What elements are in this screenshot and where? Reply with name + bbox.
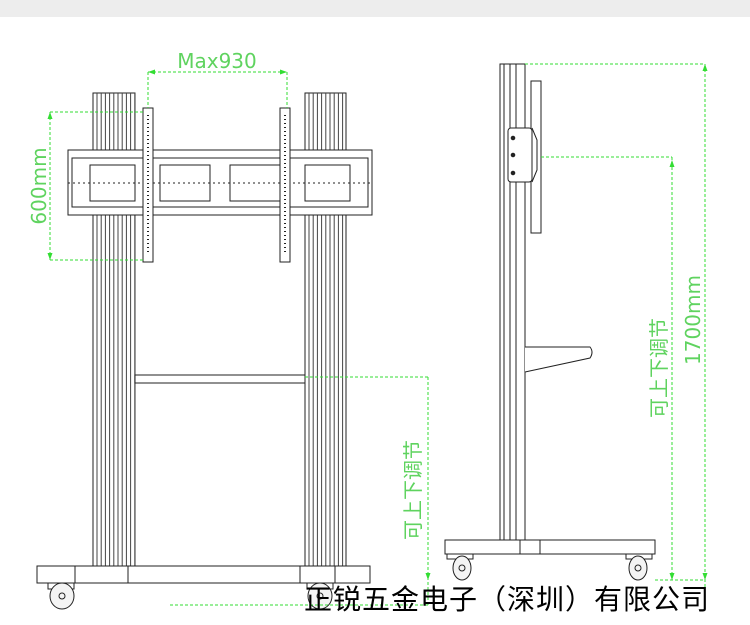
side-adjustable-label: 可上下调节 (647, 318, 671, 418)
dimension-arrows (47, 64, 708, 580)
total-height-label: 1700mm (681, 275, 705, 365)
side-bracket (507, 127, 538, 183)
front-base (36, 565, 371, 584)
front-crossbar (134, 374, 306, 384)
front-wheel-right (306, 582, 334, 610)
width-dimension-label: Max930 (177, 49, 257, 73)
side-wheel-left (446, 553, 474, 581)
company-name: 正锐五金电子（深圳）有限公司 (304, 583, 711, 616)
side-wheel-right (625, 553, 653, 581)
front-vesa-arm-right (279, 107, 291, 263)
side-base (444, 539, 656, 555)
top-bar (0, 0, 750, 17)
front-adjustable-label: 可上下调节 (401, 440, 425, 540)
side-shelf (524, 346, 593, 373)
dimension-lines (49, 63, 706, 606)
front-wheel-left (47, 582, 75, 610)
height-dimension-label: 600mm (27, 147, 51, 224)
front-vesa-arm-left (142, 107, 154, 263)
front-mount-plate (67, 149, 373, 216)
